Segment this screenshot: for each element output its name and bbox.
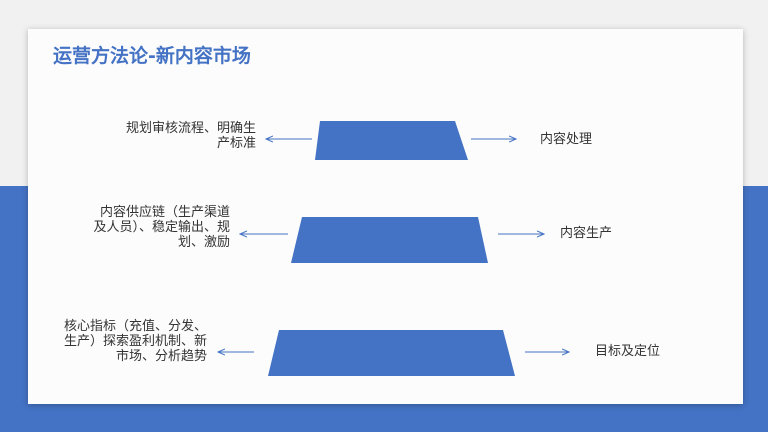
pyramid-level-2-shape bbox=[291, 217, 488, 263]
level-2-left-text: 内容供应链（生产渠道及人员）、稳定输出、规划、激励 bbox=[93, 205, 230, 250]
level-1-right-text: 内容处理 bbox=[540, 132, 593, 147]
pyramid-level-1-shape bbox=[315, 121, 468, 160]
pyramid-diagram bbox=[28, 121, 743, 376]
slide-card: 运营方法论-新内容市场 规划审核流程、明确生产标准 内容处理 内容供应链（生产渠… bbox=[28, 29, 743, 404]
level-2-right-text: 内容生产 bbox=[560, 226, 613, 241]
pyramid-level-3-shape bbox=[268, 330, 515, 376]
level-1-left-text: 规划审核流程、明确生产标准 bbox=[125, 121, 256, 151]
slide-title: 运营方法论-新内容市场 bbox=[53, 45, 251, 67]
level-3-right-text: 目标及定位 bbox=[595, 344, 661, 359]
level-3-left-text: 核心指标（充值、分发、生产）探索盈利机制、新市场、分析趋势 bbox=[63, 319, 207, 364]
